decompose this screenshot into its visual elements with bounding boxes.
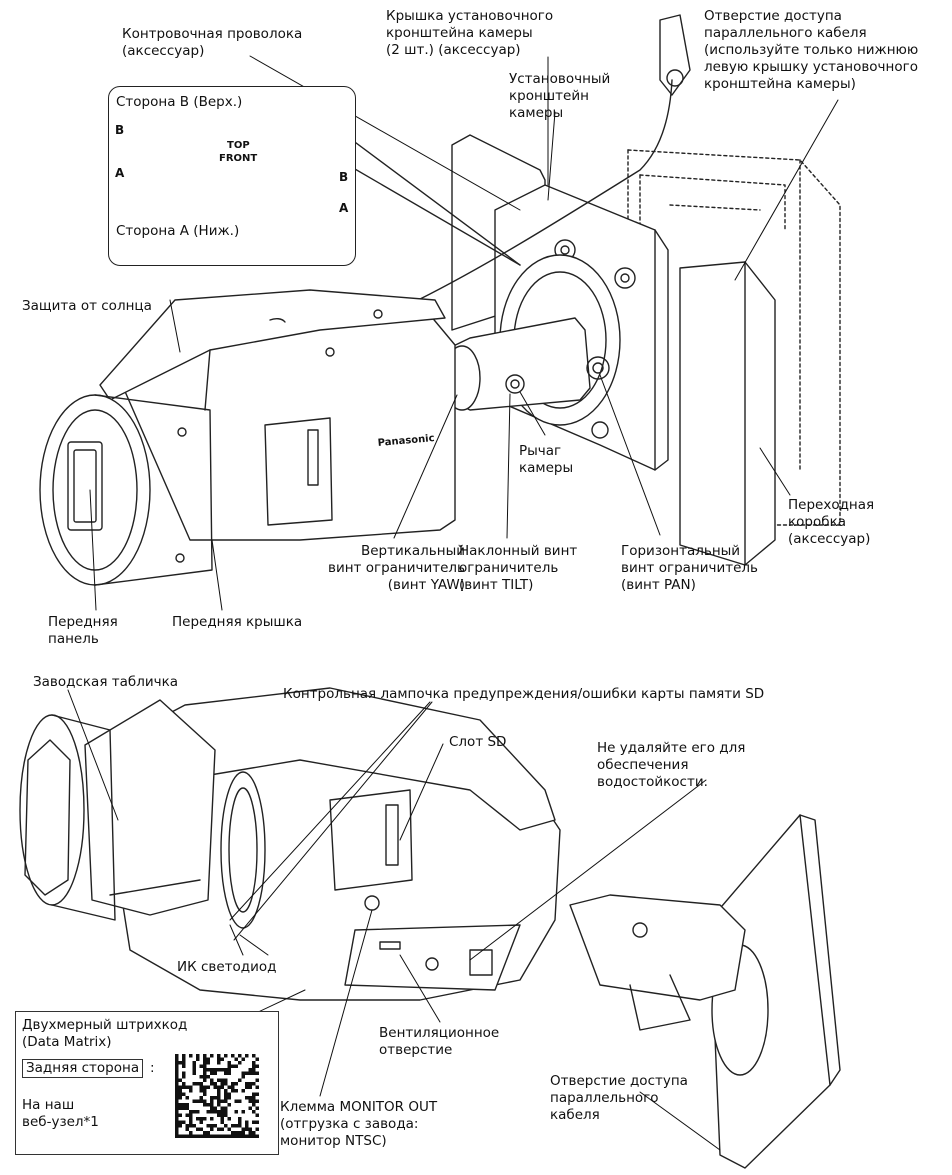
inset-b-left: B	[115, 123, 125, 137]
inset-b-right: B	[339, 170, 349, 184]
cable-access-bottom-label: Отверстие доступа параллельного кабеля	[550, 1073, 688, 1123]
mount-bracket-label: Установочный кронштейн камеры	[509, 71, 611, 121]
data-matrix-code	[175, 1054, 259, 1138]
side-b-label: Сторона B (Верх.)	[116, 94, 243, 110]
tilt-screw-label: Наклонный винт ограничитель (винт TILT)	[459, 543, 578, 593]
front-cover-label: Передняя крышка	[172, 614, 303, 630]
camera-arm-label: Рычаг камеры	[519, 443, 574, 476]
inset-a-left: A	[115, 166, 125, 180]
sun-shield-label: Защита от солнца	[22, 298, 152, 314]
data-matrix-box: Двухмерный штрихкод (Data Matrix) Задняя…	[15, 1011, 279, 1155]
sd-lamp-label: Контрольная лампочка предупреждения/ошиб…	[283, 686, 765, 702]
bottom-bracket-shape	[709, 814, 841, 1169]
sd-slot-label: Слот SD	[449, 734, 507, 750]
side-a-label: Сторона A (Ниж.)	[116, 223, 240, 239]
front-panel-label: Передняя панель	[48, 614, 118, 647]
pan-screw-label: Горизонтальный винт ограничитель (винт P…	[621, 543, 759, 593]
rating-label-label: Заводская табличка	[33, 674, 179, 690]
bracket-cover-label: Крышка установочного кронштейна камеры (…	[386, 8, 554, 58]
vent-label: Вентиляционное отверстие	[379, 1025, 500, 1058]
inset-a-right: A	[339, 201, 349, 215]
rear-side-tag: Задняя сторона	[22, 1059, 144, 1078]
rear-side-colon: :	[150, 1060, 155, 1076]
sun-shield-shape	[99, 289, 446, 401]
brand-text: Panasonic	[377, 433, 435, 449]
cable-access-top-label: Отверстие доступа параллельного кабеля (…	[704, 8, 919, 92]
inset-top-text: TOP	[227, 140, 250, 151]
ir-led-label: ИК светодиод	[177, 959, 277, 975]
junction-box-label: Переходная коробка (аксессуар)	[788, 497, 875, 547]
inset-front-text: FRONT	[219, 153, 258, 164]
locking-wire-label: Контровочная проволока (аксессуар)	[122, 26, 303, 59]
yaw-screw-label: Вертикальный винт ограничитель (винт YAW…	[328, 543, 466, 593]
orientation-inset: Сторона B (Верх.) Сторона A (Ниж.) B A T…	[108, 86, 356, 266]
junction-box-shape	[627, 149, 841, 526]
data-matrix-title: Двухмерный штрихкод (Data Matrix)	[22, 1017, 188, 1050]
monitor-out-label: Клемма MONITOR OUT (отгрузка с завода: м…	[280, 1099, 438, 1149]
do-not-remove-label: Не удаляйте его для обеспечения водостой…	[597, 740, 746, 790]
website-label: На наш веб-узел*1	[22, 1097, 99, 1130]
